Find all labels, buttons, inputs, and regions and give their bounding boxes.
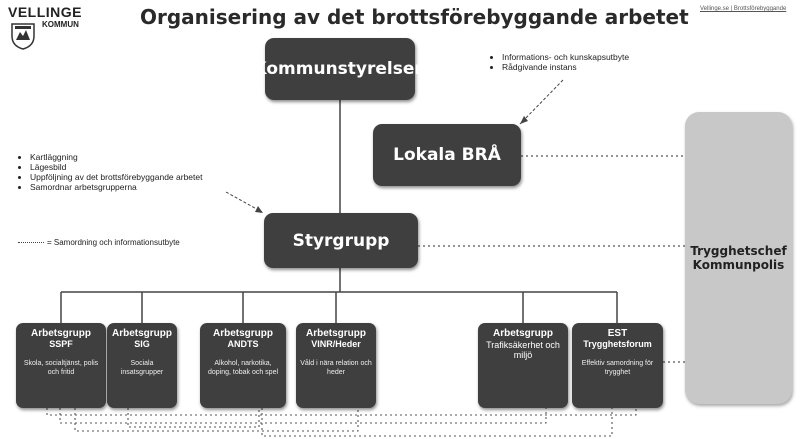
notes-right: Informations- och kunskapsutbyte Rådgiva… [490, 52, 680, 72]
workgroup-sub: VINR/Heder [311, 339, 361, 349]
page-title: Organisering av det brottsförebyggande a… [140, 5, 689, 29]
workgroup-title: Arbetsgrupp [493, 328, 553, 339]
logo-sub: KOMMUN [42, 20, 79, 29]
workgroup-sspf: Arbetsgrupp SSPF Skola, socialtjänst, po… [16, 323, 106, 408]
top-right-link[interactable]: Vellinge.se | Brottsförebyggande [700, 6, 787, 12]
workgroup-desc: Våld i nära relation och heder [300, 360, 372, 376]
node-lokala-bra: Lokala BRÅ [373, 124, 521, 186]
node-styrgrupp: Styrgrupp [264, 213, 418, 268]
workgroup-title: Arbetsgrupp [213, 328, 273, 339]
workgroup-sub: SIG [134, 339, 150, 349]
workgroup-desc: Alkohol, narkotika, doping, tobak och sp… [207, 360, 279, 376]
note-right-item: Informations- och kunskapsutbyte [502, 52, 680, 62]
workgroup-vinr-heder: Arbetsgrupp VINR/Heder Våld i nära relat… [296, 323, 376, 408]
note-left-item: Lägesbild [30, 162, 238, 172]
side-line2: Kommunpolis [692, 258, 785, 272]
legend-dash-icon [18, 242, 44, 244]
crest-icon [11, 23, 35, 50]
notes-left: Kartläggning Lägesbild Uppföljning av de… [18, 152, 238, 192]
logo: VELLINGE KOMMUN [6, 4, 126, 52]
node-kommunstyrelsen-label: Kommunstyrelsen [253, 59, 427, 79]
workgroup-sub: ANDTS [227, 339, 259, 349]
workgroup-andts: Arbetsgrupp ANDTS Alkohol, narkotika, do… [200, 323, 286, 408]
node-styrgrupp-label: Styrgrupp [292, 230, 390, 251]
workgroup-sub: Trygghetsforum [583, 339, 652, 349]
workgroup-desc: Skola, socialtjänst, polis och fritid [23, 360, 99, 376]
workgroup-sub: Trafiksäkerhet och miljö [486, 340, 560, 360]
note-right-item: Rådgivande instans [502, 62, 680, 72]
legend: = Samordning och informationsutbyte [18, 238, 180, 247]
workgroup-title: EST [607, 328, 628, 339]
workgroup-title: Arbetsgrupp [112, 328, 172, 339]
note-left-item: Samordnar arbetsgrupperna [30, 182, 238, 192]
logo-name: VELLINGE [8, 4, 83, 20]
note-left-item: Kartläggning [30, 152, 238, 162]
workgroup-title: Arbetsgrupp [31, 328, 91, 339]
workgroup-est: EST Trygghetsforum Effektiv samordning f… [572, 323, 663, 408]
workgroup-desc: Effektiv samordning för trygghet [581, 360, 654, 376]
legend-text: = Samordning och informationsutbyte [47, 238, 180, 247]
workgroup-sub: SSPF [49, 339, 73, 349]
note-left-item: Uppföljning av det brottsförebyggande ar… [30, 172, 205, 182]
side-line1: Trygghetschef [690, 244, 787, 258]
workgroup-sig: Arbetsgrupp SIG Sociala insatsgrupper [107, 323, 177, 408]
node-kommunstyrelsen: Kommunstyrelsen [254, 38, 427, 100]
workgroup-desc: Sociala insatsgrupper [120, 360, 164, 376]
workgroup-title: Arbetsgrupp [306, 328, 366, 339]
node-lokala-bra-label: Lokala BRÅ [393, 145, 501, 165]
side-panel-trygghetschef: Trygghetschef Kommunpolis [685, 112, 792, 404]
workgroup-trafiksakerhet: Arbetsgrupp Trafiksäkerhet och miljö [478, 323, 568, 408]
